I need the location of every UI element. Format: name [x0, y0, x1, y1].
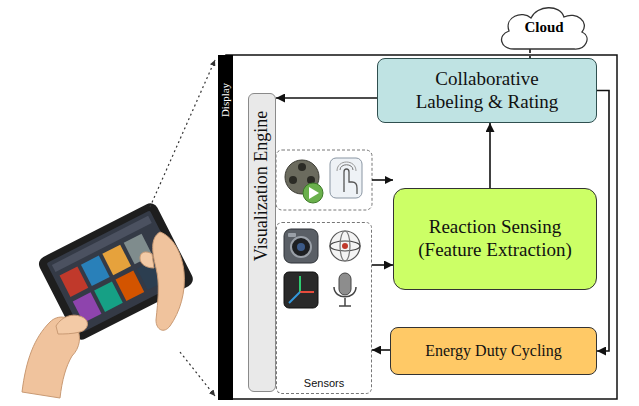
panel-frame [226, 55, 617, 399]
group-label: Sensors [304, 377, 344, 390]
input-group-box [276, 150, 372, 210]
flow-arrow [276, 97, 377, 99]
node-label: Energy Duty Cycling [425, 341, 562, 360]
node-label: Reaction Sensing (Feature Extraction) [404, 216, 586, 262]
node-label: Collaborative Labeling & Rating [405, 68, 570, 114]
process-box: Reaction Sensing (Feature Extraction) [393, 188, 597, 290]
flow-arrow [489, 123, 491, 188]
gyroscope-icon [330, 231, 360, 261]
input-arrow [372, 179, 393, 181]
camera-icon [284, 229, 318, 263]
projection-line [180, 352, 215, 396]
flow-arrow [529, 49, 531, 58]
vertical-label: Display [219, 83, 232, 117]
vertical-label: Visualization Engine [251, 111, 273, 261]
accelerometer-icon [284, 272, 318, 308]
flow-arrow [597, 91, 609, 352]
process-box: Energy Duty Cycling [390, 327, 597, 375]
sensor-group-box: Sensors [276, 222, 372, 394]
engine-box: Visualization Engine [248, 93, 276, 392]
video-icon [285, 160, 323, 203]
microphone-icon [334, 273, 356, 306]
flow-arrow [372, 349, 390, 351]
tablet-illustration [22, 201, 196, 398]
touch-icon [330, 158, 362, 198]
flow-arrow [372, 264, 393, 266]
display-bar: Display [218, 55, 233, 400]
cloud-shape: Cloud [494, 2, 594, 52]
process-box: Collaborative Labeling & Rating [377, 58, 597, 123]
projection-line [150, 60, 215, 207]
node-label: Cloud [524, 18, 563, 36]
